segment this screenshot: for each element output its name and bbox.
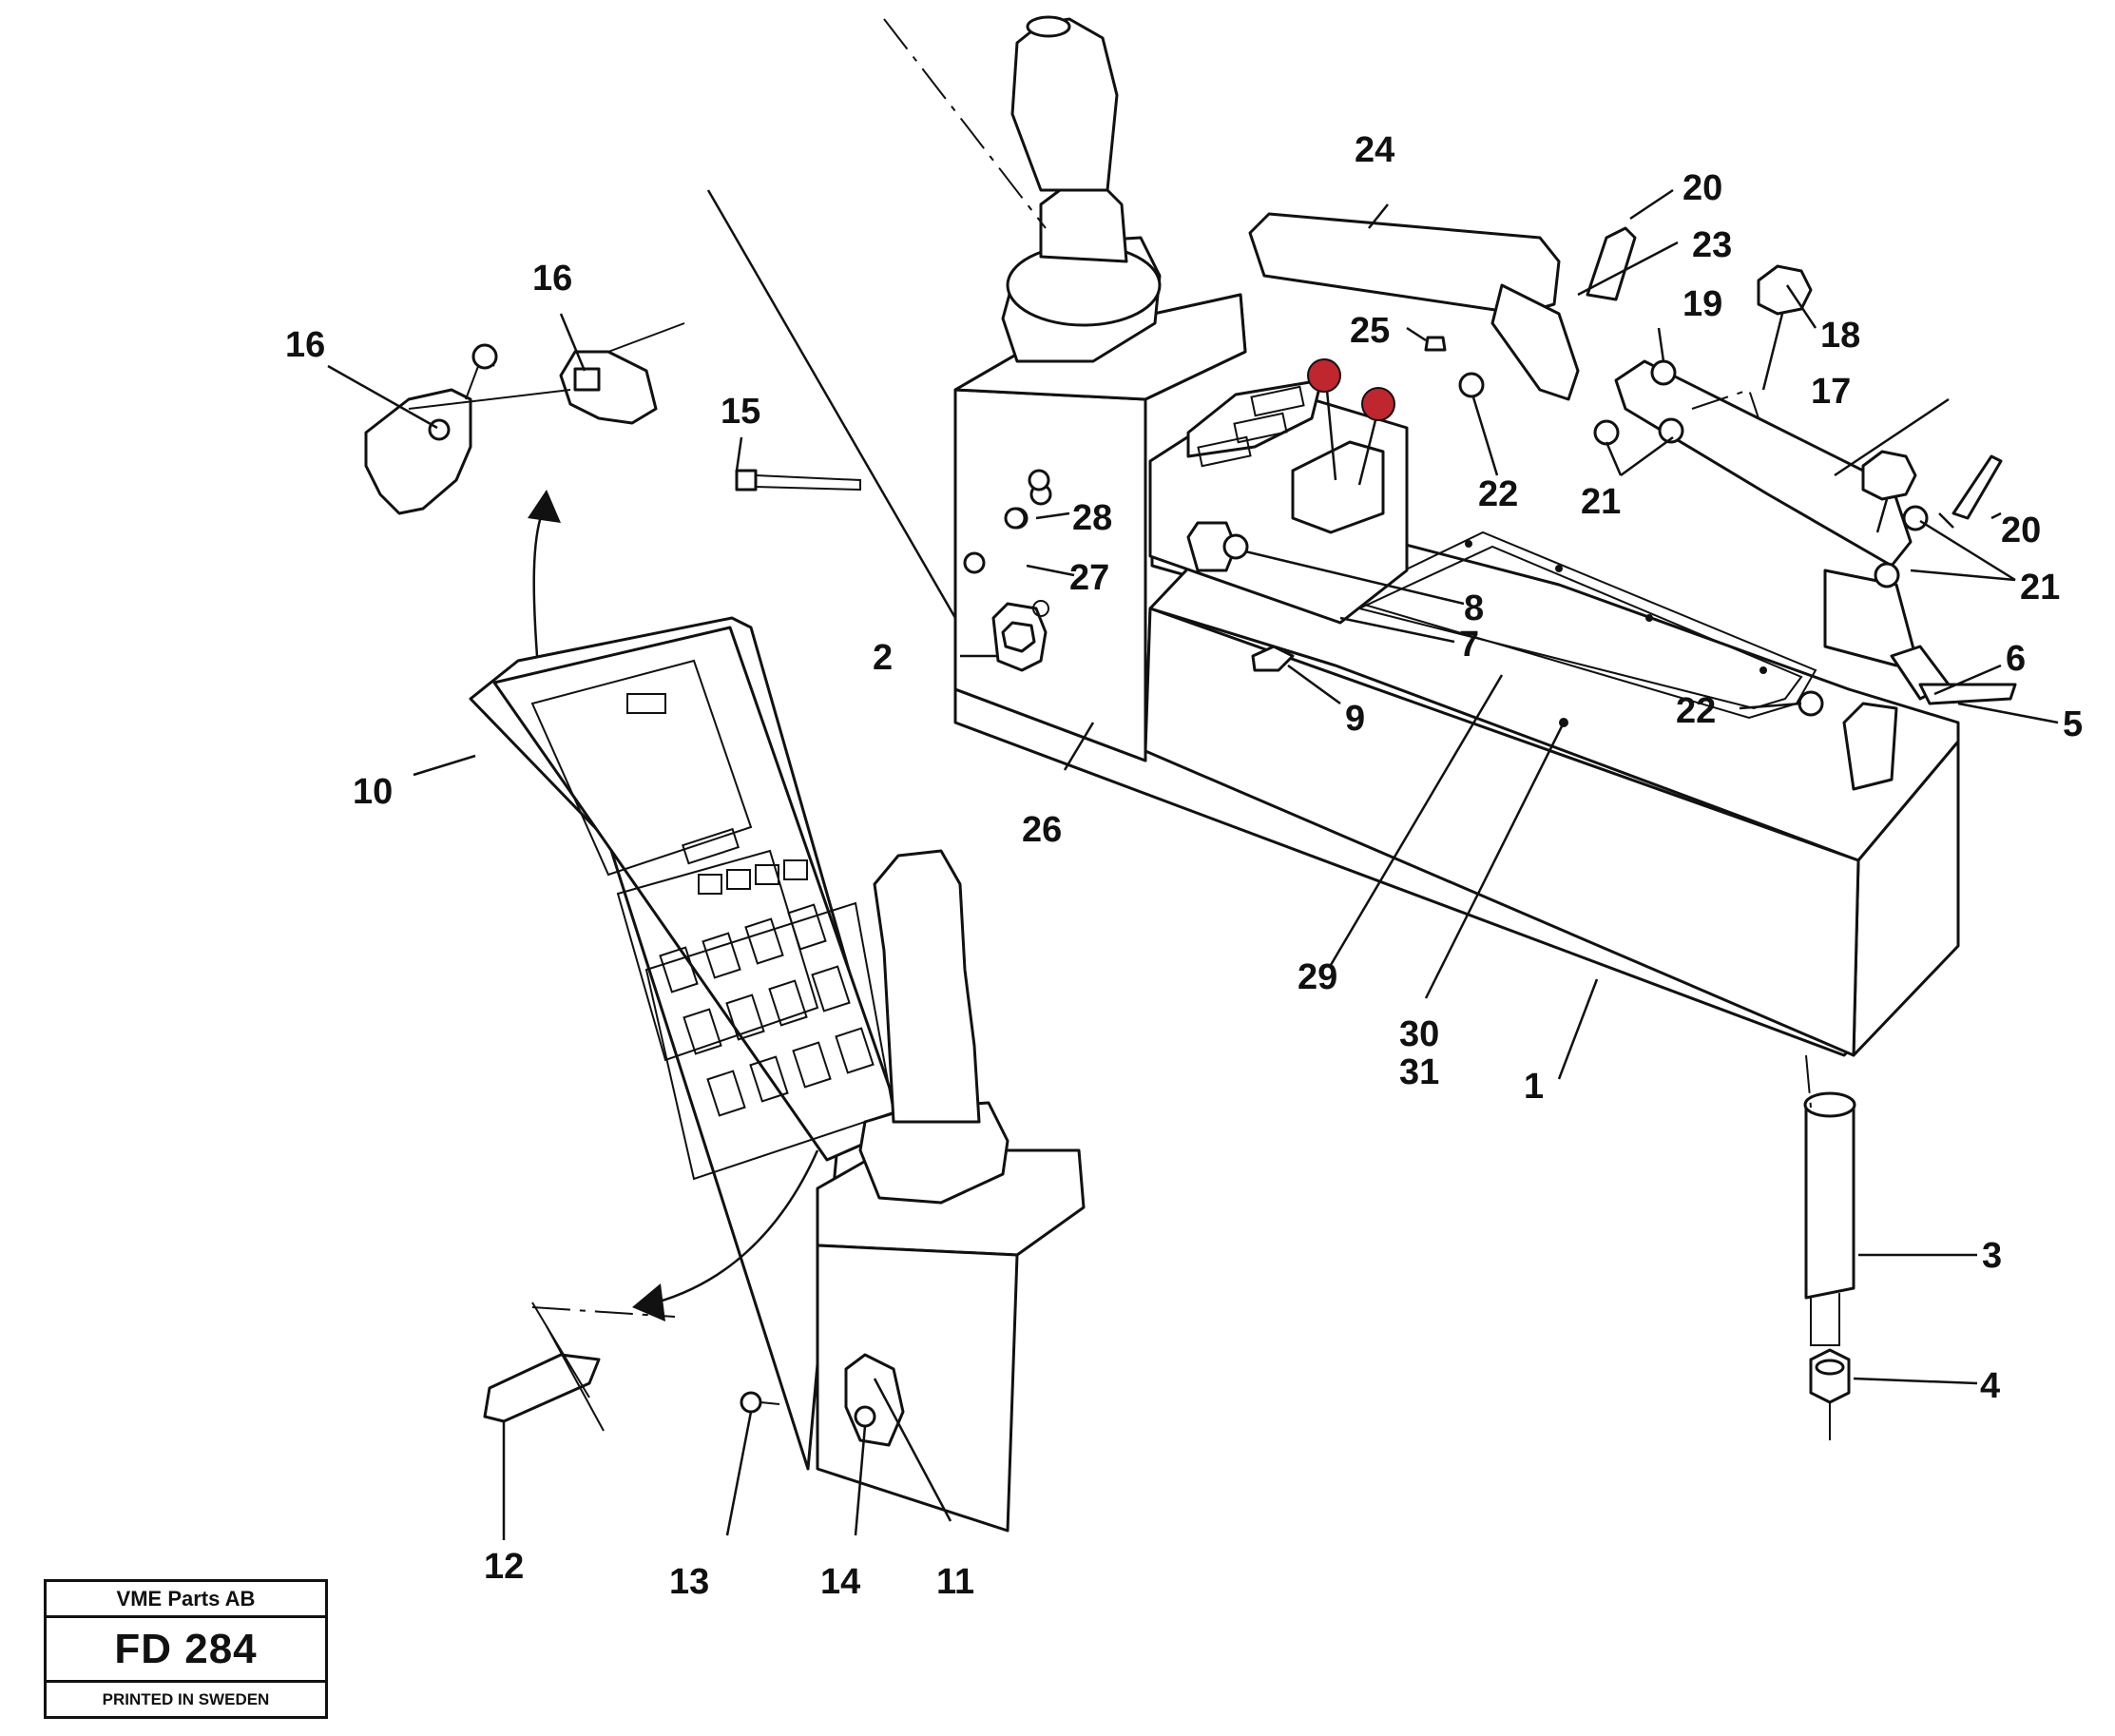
title-block: VME Parts AB FD 284 PRINTED IN SWEDEN [44,1579,328,1719]
callout-5: 5 [2063,704,2083,744]
callout-18: 18 [1820,316,1860,356]
callout-22-lower: 22 [1676,691,1716,731]
switch-and-lever-panel [1148,358,1409,625]
callout-14: 14 [820,1562,860,1602]
callout-21-right: 21 [2020,568,2060,608]
callout-23: 23 [1692,225,1732,265]
printed-note: PRINTED IN SWEDEN [102,1689,270,1708]
callout-20-top: 20 [1682,168,1722,208]
drawing-number: FD 284 [47,1618,325,1683]
detail-view-16 [364,322,685,515]
callout-24: 24 [1355,130,1394,170]
left-joystick-pillar [953,15,1247,762]
callout-16-left: 16 [285,325,325,365]
callout-2: 2 [873,638,893,678]
callout-4: 4 [1980,1366,2000,1406]
callout-7: 7 [1459,625,1479,665]
keypad-buttons [659,859,875,1117]
callout-labels: 1 2 3 4 5 6 7 8 9 10 11 12 13 14 15 16 1… [285,130,2083,1602]
callout-21-left: 21 [1581,482,1621,522]
callout-19: 19 [1682,284,1722,324]
callout-17: 17 [1811,372,1851,412]
clip-12 [483,1302,605,1432]
direction-arrows [528,490,819,1321]
callout-13: 13 [669,1562,709,1602]
callout-27: 27 [1069,558,1109,598]
callout-31: 31 [1399,1052,1439,1092]
callout-11: 11 [936,1562,974,1602]
callout-15: 15 [721,392,760,432]
callout-3: 3 [1982,1236,2002,1276]
loose-bolts [735,469,1295,672]
support-rod [1803,1091,1856,1404]
guide-lines [531,18,1831,1445]
callout-8: 8 [1464,588,1484,628]
keypad-console [469,616,1086,1533]
callout-20-right: 20 [2001,511,2041,550]
callout-29: 29 [1298,957,1337,997]
callout-9: 9 [1345,699,1365,739]
callout-6: 6 [2006,639,2026,679]
callout-26: 26 [1022,810,1062,850]
callout-1: 1 [1524,1067,1544,1107]
callout-10: 10 [353,772,393,812]
callout-28: 28 [1072,498,1112,538]
armrest-assembly [1248,212,2017,791]
company-name: VME Parts AB [47,1582,325,1618]
leader-lines [327,188,2059,1540]
callout-22-upper: 22 [1478,474,1518,514]
callout-12: 12 [484,1547,524,1587]
callout-30: 30 [1399,1014,1439,1054]
callout-25: 25 [1350,311,1390,351]
callout-16-right: 16 [532,259,572,299]
